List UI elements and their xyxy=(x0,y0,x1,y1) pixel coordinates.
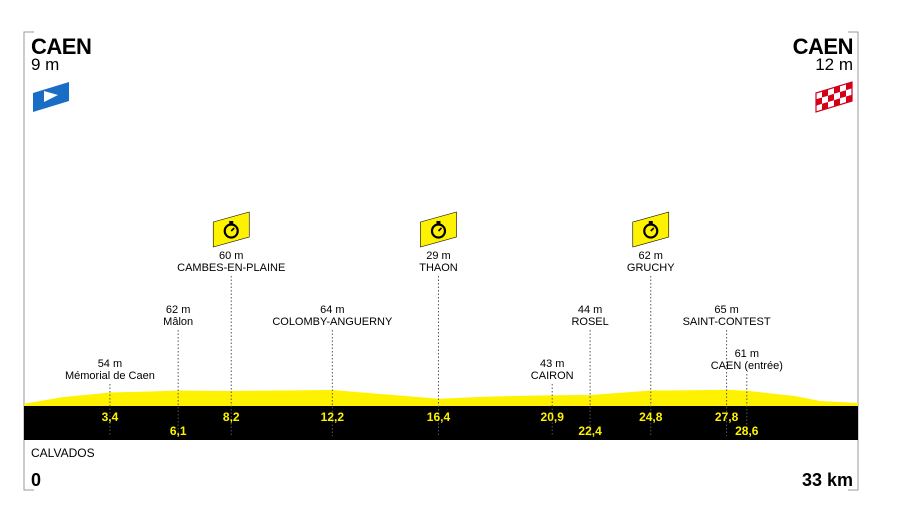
waypoint-km-label: 6,1 xyxy=(170,424,187,438)
finish-flag-check xyxy=(846,82,852,91)
profile-layer xyxy=(24,389,858,440)
waypoint-altitude: 62 m xyxy=(166,304,190,316)
waypoint-name: SAINT-CONTEST xyxy=(683,316,771,328)
waypoint-km-label: 3,4 xyxy=(102,410,119,424)
waypoint-km-label: 16,4 xyxy=(427,410,451,424)
finish-altitude: 12 m xyxy=(815,55,853,74)
waypoint-name: CAMBES-EN-PLAINE xyxy=(177,262,285,274)
waypoint-altitude: 62 m xyxy=(639,250,663,262)
waypoint-km-label: 22,4 xyxy=(578,424,602,438)
sprint-stopwatch-icon xyxy=(212,211,250,248)
waypoint-name: CAIRON xyxy=(531,370,574,382)
waypoint-km-label: 12,2 xyxy=(321,410,345,424)
waypoint-name: ROSEL xyxy=(571,316,608,328)
finish-flag-check xyxy=(822,102,828,111)
waypoint-name: GRUCHY xyxy=(627,262,675,274)
finish-flag-check xyxy=(834,85,840,94)
distance-start-label: 0 xyxy=(31,470,42,490)
waypoint-km-label: 28,6 xyxy=(735,424,759,438)
waypoint-km-label: 24,8 xyxy=(639,410,663,424)
waypoint-name: Mâlon xyxy=(163,316,193,328)
waypoint-name: Mémorial de Caen xyxy=(65,370,155,382)
finish-flag-check xyxy=(816,97,822,106)
waypoint-altitude: 43 m xyxy=(540,358,564,370)
finish-flag-check xyxy=(834,98,840,107)
region-label: CALVADOS xyxy=(31,446,95,460)
waypoint-km-label: 8,2 xyxy=(223,410,240,424)
sprint-stopwatch-icon xyxy=(420,211,457,248)
elevation-area xyxy=(24,389,858,406)
waypoint-altitude: 60 m xyxy=(219,250,243,262)
waypoint-altitude: 44 m xyxy=(578,304,602,316)
waypoint-km-label: 27,8 xyxy=(715,410,739,424)
finish-city-name: CAEN xyxy=(792,34,854,59)
finish-flag-check xyxy=(840,90,846,99)
finish-flag-check xyxy=(822,89,828,98)
finish-flag-icon xyxy=(815,81,853,113)
start-city-name: CAEN xyxy=(31,34,92,59)
distance-end-label: 33 km xyxy=(801,470,853,490)
waypoint-altitude: 29 m xyxy=(426,250,450,262)
waypoint-name: CAEN (entrée) xyxy=(711,360,783,372)
sprint-stopwatch-icon xyxy=(632,211,670,248)
waypoint-altitude: 61 m xyxy=(735,348,759,360)
start-flag-icon xyxy=(33,82,69,112)
finish-flag-check xyxy=(828,93,834,102)
waypoint-name: THAON xyxy=(419,262,458,274)
finish-flag-check xyxy=(846,94,852,103)
waypoint-altitude: 64 m xyxy=(320,304,344,316)
distance-band xyxy=(24,406,858,440)
waypoint-name: COLOMBY-ANGUERNY xyxy=(272,316,393,328)
start-altitude: 9 m xyxy=(31,55,60,74)
waypoint-km-label: 20,9 xyxy=(541,410,565,424)
waypoint-altitude: 54 m xyxy=(98,358,122,370)
waypoint-altitude: 65 m xyxy=(714,304,738,316)
